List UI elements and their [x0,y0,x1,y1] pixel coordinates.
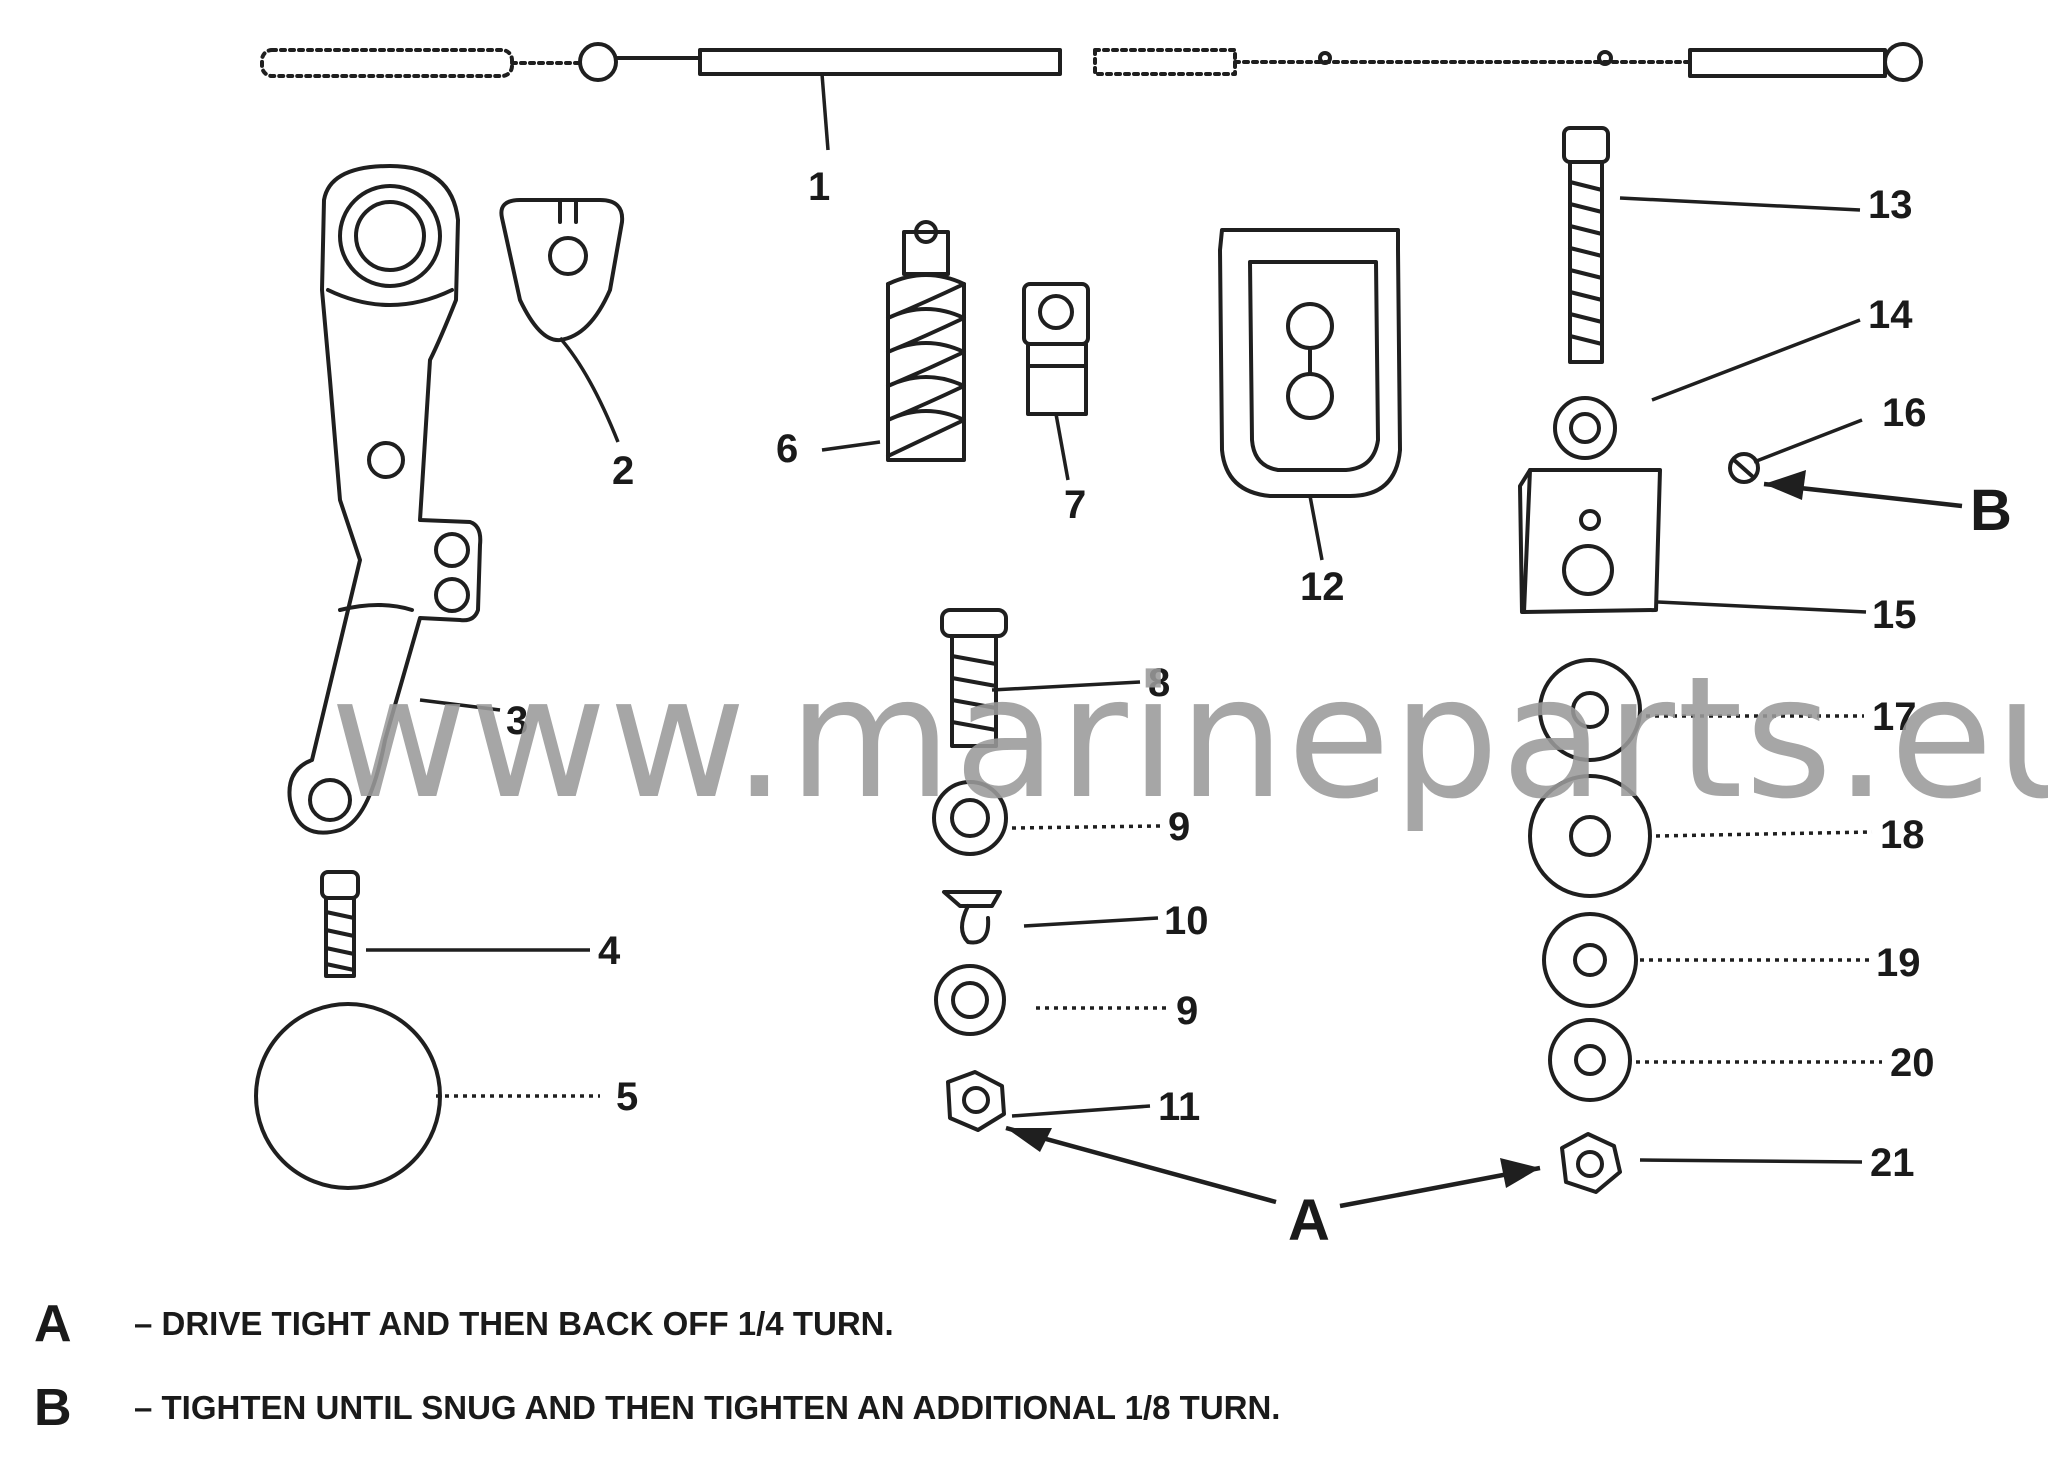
label-part-12: 12 [1300,565,1345,609]
notes: A – DRIVE TIGHT AND THEN BACK OFF 1/4 TU… [34,1282,1934,1450]
note-b-key: B [34,1379,72,1437]
label-part-13: 13 [1868,183,1913,227]
part-10-clip [942,890,1002,945]
part-7-clip [1022,282,1090,416]
arrowhead-b [1764,470,1806,500]
part-5-knob [254,1002,442,1190]
part-9-washer-upper [932,780,1008,856]
label-part-1: 1 [808,165,830,209]
part-14-washer [1553,396,1617,460]
part-21-nut [1560,1132,1622,1194]
label-part-10: 10 [1164,899,1209,943]
note-a: A – DRIVE TIGHT AND THEN BACK OFF 1/4 TU… [34,1282,1934,1366]
note-a-key: A [34,1295,72,1353]
part-8-screw [940,608,1008,748]
label-part-5: 5 [616,1075,638,1119]
part-20-washer [1548,1018,1632,1102]
note-b-text: – TIGHTEN UNTIL SNUG AND THEN TIGHTEN AN… [134,1389,1281,1426]
label-part-3: 3 [506,699,528,743]
watermark: www.marineparts.eu [330,640,2048,836]
label-part-9-upper: 9 [1168,805,1190,849]
label-part-19: 19 [1876,941,1921,985]
label-part-18: 18 [1880,813,1925,857]
arrowhead-a-left [1006,1128,1052,1152]
part-15-block [1518,468,1662,614]
part-19-washer [1542,912,1638,1008]
part-1-cable-rod [260,42,1923,82]
part-16-set-screw [1728,452,1760,484]
part-3-lever-arm [287,164,483,835]
part-6-spring [886,220,966,462]
part-4-bolt [320,870,360,978]
part-2-cam-plate [499,198,625,343]
part-number-labels: 1 2 3 4 5 6 7 8 9 10 9 11 12 13 14 16 15… [506,165,1935,1185]
arrowhead-a-right [1500,1158,1540,1188]
callout-a: A [1288,1188,1330,1253]
label-part-17: 17 [1872,695,1917,739]
part-12-bracket-plate [1218,228,1402,498]
note-b: B – TIGHTEN UNTIL SNUG AND THEN TIGHTEN … [34,1366,1934,1450]
label-part-8: 8 [1148,661,1170,705]
part-13-long-bolt [1562,126,1610,364]
label-part-16: 16 [1882,391,1927,435]
label-part-15: 15 [1872,593,1917,637]
label-part-7: 7 [1064,483,1086,527]
label-part-6: 6 [776,427,798,471]
part-9-washer-lower [934,964,1006,1036]
part-17-washer [1538,658,1642,762]
label-part-11: 11 [1158,1085,1200,1129]
label-part-2: 2 [612,449,634,493]
part-11-nut [946,1070,1006,1132]
note-a-text: – DRIVE TIGHT AND THEN BACK OFF 1/4 TURN… [134,1305,894,1342]
label-part-21: 21 [1870,1141,1915,1185]
callout-b: B [1970,478,2012,543]
label-part-20: 20 [1890,1041,1935,1085]
part-18-washer [1528,774,1652,898]
leader-lines [366,73,1882,1164]
callout-arrows [1005,470,1963,1209]
label-part-4: 4 [598,929,621,973]
label-part-9-lower: 9 [1176,989,1198,1033]
label-part-14: 14 [1868,293,1913,337]
